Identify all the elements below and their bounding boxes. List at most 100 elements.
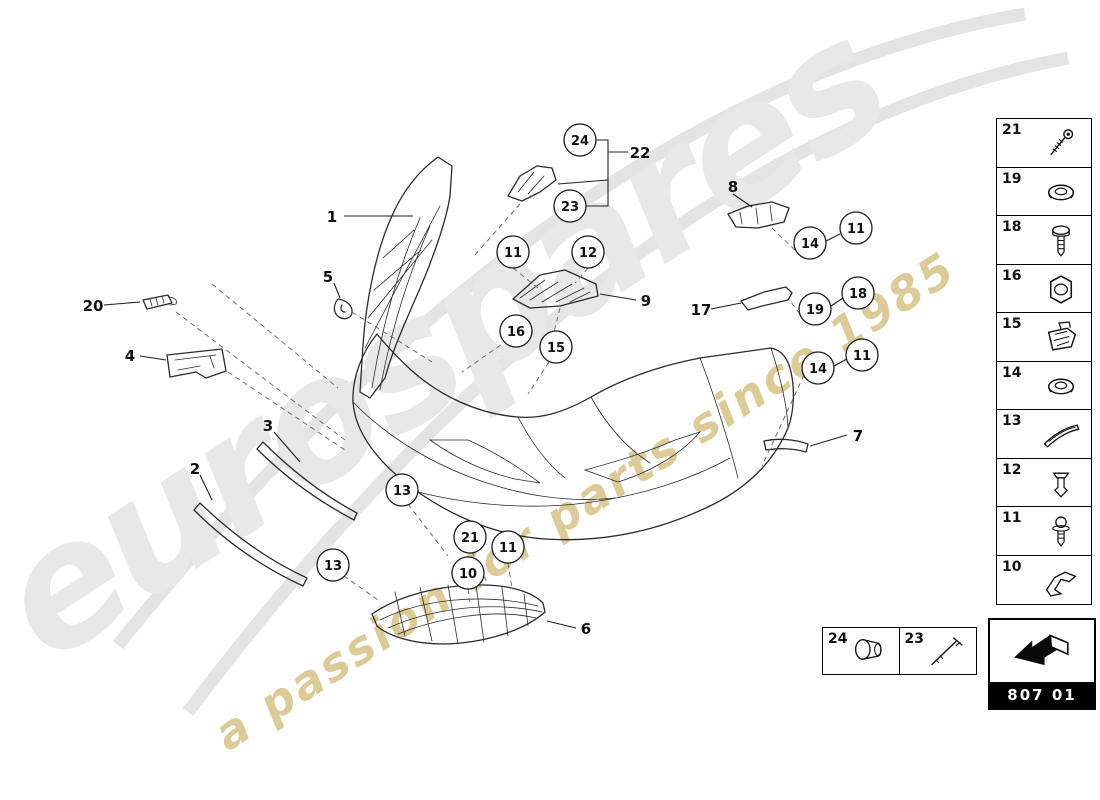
svg-text:11: 11 (499, 541, 517, 556)
callout-24[interactable]: 24 (563, 123, 597, 157)
legend-item-15[interactable]: 15 (996, 312, 1092, 362)
svg-text:14: 14 (809, 362, 827, 377)
legend-item-number: 15 (1002, 316, 1022, 332)
direction-arrow-icon (1009, 626, 1075, 676)
legend-item-19[interactable]: 19 (996, 166, 1092, 217)
legend-item-23[interactable]: 23 (898, 627, 977, 675)
callout-16[interactable]: 16 (499, 314, 533, 348)
label-4[interactable]: 4 (125, 347, 135, 365)
part-bumper-inner-frame (359, 156, 453, 399)
leader-lines (103, 139, 848, 629)
svg-text:13: 13 (393, 484, 411, 499)
callout-11[interactable]: 11 (496, 235, 530, 269)
svg-text:11: 11 (853, 349, 871, 364)
legend-item-14[interactable]: 14 (996, 360, 1092, 411)
label-1[interactable]: 1 (327, 208, 337, 226)
svg-text:10: 10 (459, 567, 477, 582)
legend-item-12[interactable]: 12 (996, 457, 1092, 508)
callout-21[interactable]: 21 (453, 520, 487, 554)
svg-text:11: 11 (847, 222, 865, 237)
legend-item-number: 13 (1002, 413, 1022, 429)
legend-item-24[interactable]: 24 (822, 627, 900, 675)
callout-11[interactable]: 11 (839, 211, 873, 245)
trim-strip-icon (1039, 417, 1083, 454)
swoosh-graphic (182, 51, 1070, 716)
callout-11[interactable]: 11 (491, 530, 525, 564)
callout-10[interactable]: 10 (451, 556, 485, 590)
legend-item-number: 19 (1002, 170, 1022, 187)
torx-screw-icon (1039, 126, 1083, 163)
callout-11[interactable]: 11 (845, 338, 879, 372)
part-hook-cover-5 (333, 298, 353, 320)
legend-item-number: 23 (904, 631, 924, 647)
legend-item-number: 11 (1002, 510, 1022, 526)
legend-item-21[interactable]: 21 (996, 118, 1092, 168)
label-6[interactable]: 6 (581, 620, 591, 638)
legend-item-11[interactable]: 11 (996, 506, 1092, 556)
svg-text:24: 24 (571, 134, 589, 149)
expansion-rivet-icon (1039, 466, 1083, 503)
label-5[interactable]: 5 (323, 268, 333, 286)
svg-text:21: 21 (461, 531, 479, 546)
part-reflector-7 (763, 438, 809, 453)
svg-text:11: 11 (504, 246, 522, 261)
legend-item-number: 21 (1002, 122, 1022, 138)
callout-15[interactable]: 15 (539, 330, 573, 364)
callout-23[interactable]: 23 (553, 189, 587, 223)
legend-item-number: 10 (1002, 558, 1022, 575)
part-bracket-17 (740, 286, 793, 311)
legend-item-18[interactable]: 18 (996, 215, 1092, 265)
svg-text:14: 14 (801, 237, 819, 252)
label-9[interactable]: 9 (641, 292, 651, 310)
label-7[interactable]: 7 (853, 427, 863, 445)
callout-13[interactable]: 13 (385, 473, 419, 507)
footer-legend: 24 23 (822, 627, 977, 675)
callout-19[interactable]: 19 (798, 292, 832, 326)
hex-nut-icon (1039, 272, 1083, 309)
legend-item-number: 18 (1002, 219, 1022, 235)
assembly-dashed-lines (175, 203, 805, 603)
label-20[interactable]: 20 (83, 297, 104, 315)
legend-column: 21 19 18 16 15 14 13 12 11 10 (996, 118, 1092, 605)
page-code-box: 807 01 (988, 618, 1096, 710)
washer-icon (1039, 369, 1083, 406)
svg-text:13: 13 (324, 559, 342, 574)
mounting-bracket-icon (1039, 563, 1083, 600)
label-2[interactable]: 2 (190, 460, 200, 478)
part-trim-strip-2 (193, 502, 308, 587)
part-bracket-22 (507, 165, 557, 202)
part-bracket-4 (166, 348, 227, 379)
part-trim-strip-3 (256, 441, 358, 521)
part-bracket-8 (727, 201, 790, 229)
callout-18[interactable]: 18 (841, 276, 875, 310)
svg-text:18: 18 (849, 287, 867, 302)
label-22[interactable]: 22 (630, 144, 651, 162)
svg-text:19: 19 (806, 303, 824, 318)
callout-12[interactable]: 12 (571, 235, 605, 269)
cap-nut-icon (847, 634, 891, 671)
label-3[interactable]: 3 (263, 417, 273, 435)
callout-14[interactable]: 14 (801, 351, 835, 385)
callout-14[interactable]: 14 (793, 226, 827, 260)
part-grille (371, 584, 546, 645)
legend-item-number: 12 (1002, 461, 1022, 478)
arrow-area (990, 620, 1094, 682)
legend-item-number: 24 (828, 631, 848, 647)
legend-item-number: 14 (1002, 364, 1022, 381)
callout-13[interactable]: 13 (316, 548, 350, 582)
label-8[interactable]: 8 (728, 178, 738, 196)
svg-text:12: 12 (579, 246, 597, 261)
legend-item-number: 16 (1002, 267, 1022, 284)
legend-item-16[interactable]: 16 (996, 263, 1092, 314)
svg-text:15: 15 (547, 341, 565, 356)
svg-text:16: 16 (507, 325, 525, 340)
splint-pin-icon (924, 634, 968, 671)
part-bracket-9 (512, 269, 599, 309)
page-code: 807 01 (990, 682, 1094, 708)
label-17[interactable]: 17 (691, 301, 712, 319)
legend-item-13[interactable]: 13 (996, 409, 1092, 459)
legend-item-10[interactable]: 10 (996, 554, 1092, 605)
